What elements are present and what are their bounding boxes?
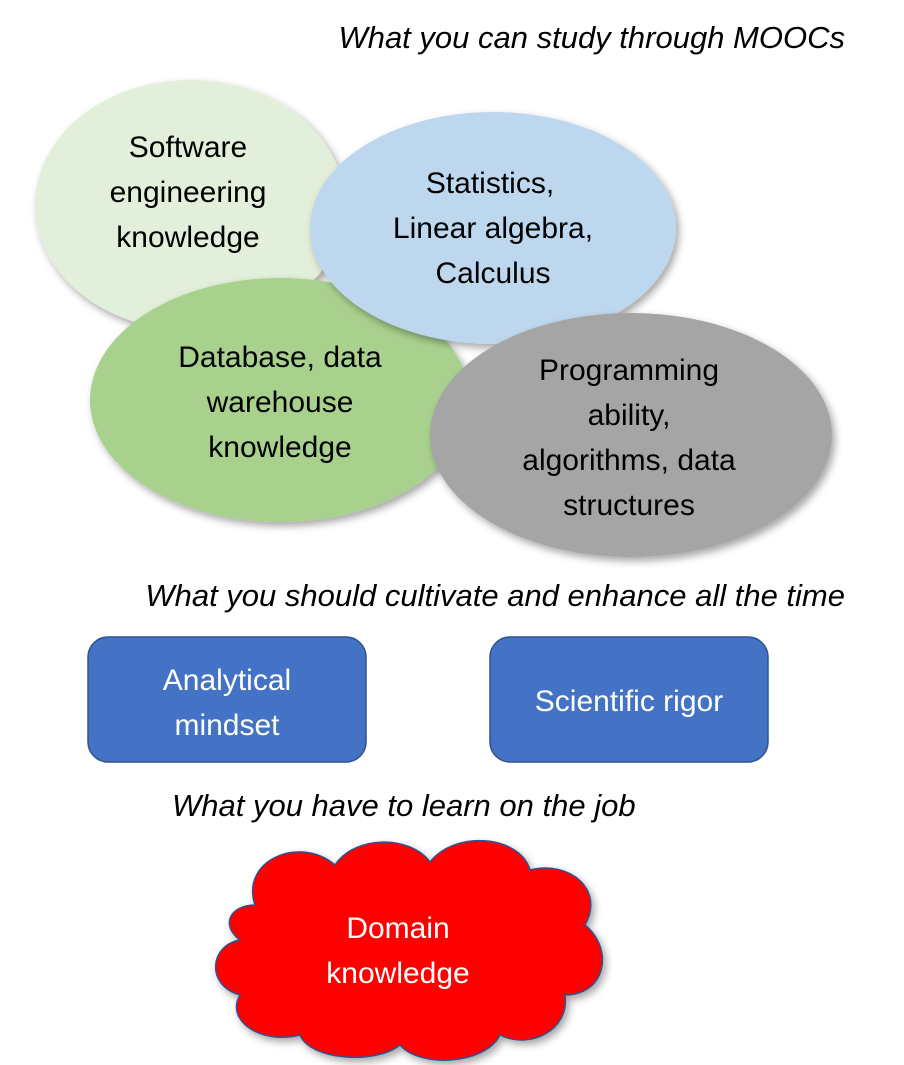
svg-text:structures: structures [563, 489, 695, 522]
box-analytical-mindset: Analytical mindset [87, 636, 367, 763]
svg-text:ability,: ability, [588, 399, 671, 432]
svg-text:Domain: Domain [346, 912, 449, 945]
ellipse-software-engineering: Software engineering knowledge [35, 80, 345, 330]
svg-text:Scientific rigor: Scientific rigor [535, 685, 723, 718]
svg-text:Calculus: Calculus [435, 257, 550, 290]
svg-text:Programming: Programming [539, 354, 719, 387]
svg-text:Statistics,: Statistics, [426, 167, 554, 200]
svg-text:knowledge: knowledge [116, 221, 259, 254]
heading-cultivate: What you should cultivate and enhance al… [145, 578, 845, 613]
svg-text:mindset: mindset [174, 709, 280, 742]
svg-text:engineering: engineering [110, 176, 267, 209]
box-scientific-rigor: Scientific rigor [489, 636, 769, 763]
heading-moocs: What you can study through MOOCs [338, 20, 845, 55]
svg-text:algorithms, data: algorithms, data [522, 444, 736, 477]
ellipse-database: Database, data warehouse knowledge [90, 278, 470, 522]
ellipse-programming: Programming ability, algorithms, data st… [430, 313, 832, 557]
heading-on-the-job: What you have to learn on the job [172, 788, 636, 823]
ellipse-statistics: Statistics, Linear algebra, Calculus [310, 112, 676, 344]
cloud-domain-knowledge: Domain knowledge [214, 840, 604, 1061]
svg-text:warehouse: warehouse [206, 386, 354, 419]
svg-text:knowledge: knowledge [208, 431, 351, 464]
svg-text:Analytical: Analytical [163, 664, 291, 697]
svg-text:Linear algebra,: Linear algebra, [393, 212, 593, 245]
svg-text:knowledge: knowledge [326, 957, 469, 990]
svg-text:Database, data: Database, data [178, 341, 382, 374]
svg-text:Software: Software [129, 131, 247, 164]
